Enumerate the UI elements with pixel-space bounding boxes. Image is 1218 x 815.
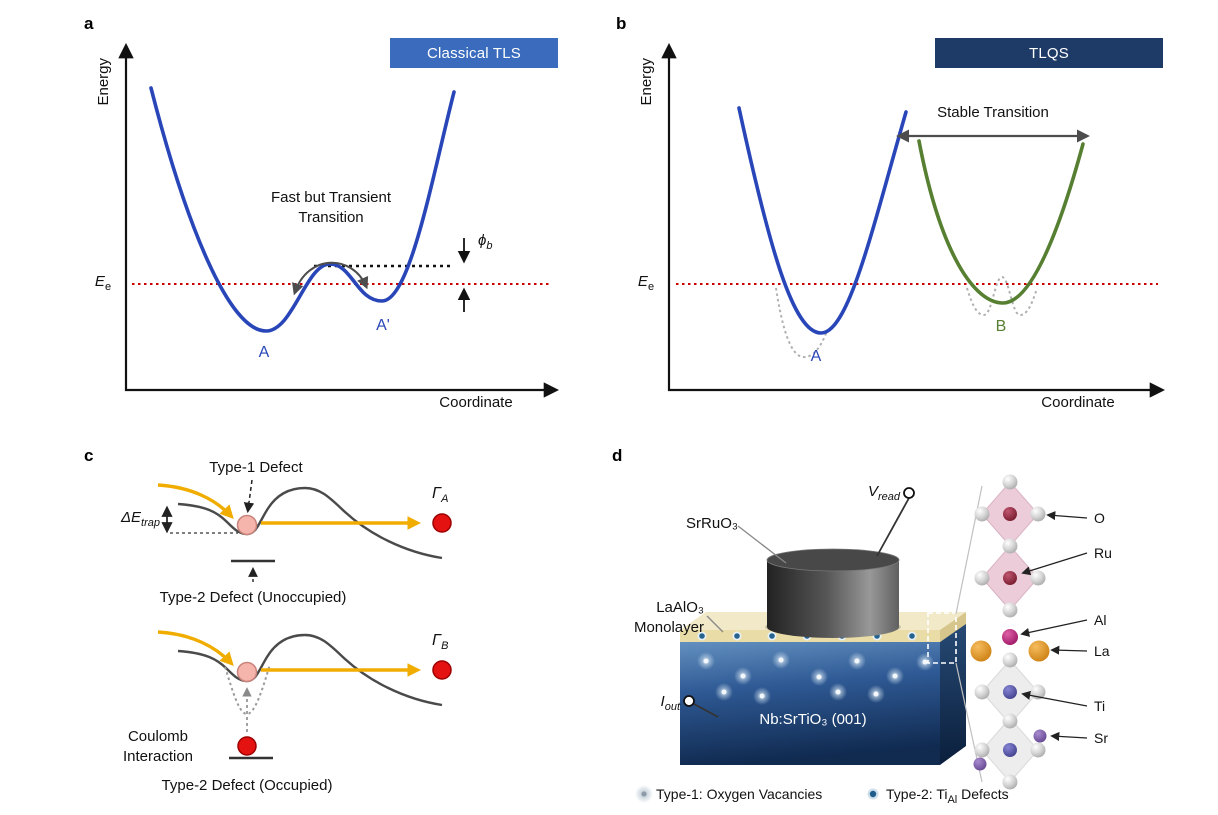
sr-atom (1033, 729, 1047, 743)
atom-label-ti: Ti (1094, 698, 1106, 714)
double-well-curve (149, 86, 456, 333)
trap-depth-label: ΔEtrap (120, 509, 160, 529)
panel-a-plot (118, 42, 560, 398)
ru-atom (1003, 507, 1017, 521)
srruo3-label: SrRuO₃ (686, 515, 738, 532)
energy-level-label: Ee (637, 273, 655, 293)
zoom-connector-top (955, 485, 983, 615)
gamma-b-label: ΓB (432, 632, 449, 653)
substrate-side-face (940, 623, 966, 765)
electrode-top (766, 548, 900, 572)
type2-electron-circle (237, 736, 257, 756)
well-a-curve (737, 106, 908, 335)
capture-arrow-b (157, 630, 234, 666)
transition-note: Fast but Transient Transition (270, 189, 392, 226)
type1-defect-label: Type-1 Defect (209, 459, 303, 476)
oxygen-vacancy-dots (697, 651, 934, 705)
panel-a-x-axis-label: Coordinate (439, 394, 513, 411)
laalo3-label: LaAlO₃ Monolayer (633, 599, 704, 636)
well-a-label: A (810, 348, 822, 365)
electron-a-circle (432, 513, 452, 533)
gamma-a-label: ΓA (432, 485, 449, 506)
type2-occupied-label: Type-2 Defect (Occupied) (161, 777, 333, 794)
electron-b-circle (432, 660, 452, 680)
panel-b-plot (661, 42, 1166, 398)
crystal-structure (970, 474, 1050, 790)
panel-b-label: b (616, 14, 627, 33)
panel-d-label: d (612, 446, 623, 465)
panel-a-label: a (84, 14, 94, 33)
atom-label-o: O (1094, 510, 1105, 526)
v-read-terminal (903, 487, 915, 499)
type2-unoccupied-label: Type-2 Defect (Unoccupied) (159, 589, 347, 606)
atom-label-al: Al (1094, 612, 1107, 628)
o-label-arrow (1046, 511, 1088, 521)
substrate-label: Nb:SrTiO₃ (001) (759, 711, 867, 728)
ti-label-arrow (1021, 690, 1088, 707)
sr-atom (973, 757, 987, 771)
electrode-body (767, 560, 899, 638)
atom-label-sr: Sr (1094, 730, 1108, 746)
type1-pointer-arrow (243, 479, 255, 514)
la-label-arrow (1050, 645, 1088, 655)
al-label-arrow (1020, 619, 1088, 637)
i-out-label: Iout (660, 693, 680, 713)
barrier-height-label: ϕb (478, 232, 493, 252)
transition-arc-arrow (292, 261, 369, 296)
well-b-curve (917, 139, 1085, 305)
i-out-terminal (683, 695, 695, 707)
legend-type2-label: Type-2: TiAl Defects (886, 786, 1009, 806)
type1-defect-circle-a (236, 514, 258, 536)
monolayer-right-edge (940, 612, 966, 642)
la-atom (1028, 640, 1050, 662)
panel-a-y-axis-label: Energy (95, 58, 112, 106)
sr-label-arrow (1050, 731, 1088, 741)
zoom-region-box (927, 612, 957, 664)
ru-atom (1003, 571, 1017, 585)
i-out-wire (693, 703, 719, 718)
ti-atom (1003, 685, 1017, 699)
panel-d: d Vread SrRuO₃ LaAlO₃ Monolayer Iout Nb:… (610, 430, 1218, 815)
v-read-wire (876, 497, 910, 557)
la-atom (970, 640, 992, 662)
stable-transition-label: Stable Transition (937, 104, 1049, 121)
ti-atom (1003, 743, 1017, 757)
legend-type1-label: Type-1: Oxygen Vacancies (656, 786, 823, 802)
well-b-label: B (995, 318, 1007, 335)
ru-label-arrow (1021, 552, 1088, 576)
panel-b-y-axis-label: Energy (638, 58, 655, 106)
type1-defect-circle-b (236, 661, 258, 683)
substrate-front-face (680, 642, 940, 765)
panel-c-diagram (157, 479, 452, 760)
well-a-prime-label: A' (376, 317, 390, 334)
deepened-well-dotted (224, 663, 271, 716)
panel-d-device (635, 474, 1088, 803)
well-a-label: A (258, 344, 270, 361)
panel-b-badge: TLQS (935, 38, 1163, 68)
v-read-label: Vread (867, 483, 900, 503)
panel-c-label: c (84, 446, 94, 465)
panel-c: c Type-1 Defect ΔEtrap ΓA ΓB Type-2 Defe… (0, 430, 610, 815)
panel-a-badge: Classical TLS (390, 38, 558, 68)
band-curve-occupied (177, 633, 443, 707)
laalo3-pointer-line (706, 615, 724, 633)
capture-arrow-a (157, 483, 234, 519)
coulomb-label: Coulomb Interaction (122, 728, 194, 765)
panel-b: b TLQS Energy Coordinate Ee Stable Trans… (610, 0, 1218, 430)
band-curve-unoccupied (177, 486, 443, 560)
perturbation-dotted-a (775, 287, 828, 359)
atom-label-la: La (1094, 643, 1110, 659)
panel-a: a Classical TLS Energy Coordinate Ee ϕb … (0, 0, 610, 430)
srruo3-pointer-line (737, 525, 787, 564)
al-atom (1002, 629, 1018, 645)
panel-b-x-axis-label: Coordinate (1041, 394, 1115, 411)
atom-label-ru: Ru (1094, 545, 1112, 561)
energy-level-label: Ee (94, 273, 112, 293)
perturbation-dotted-b (966, 275, 1038, 317)
